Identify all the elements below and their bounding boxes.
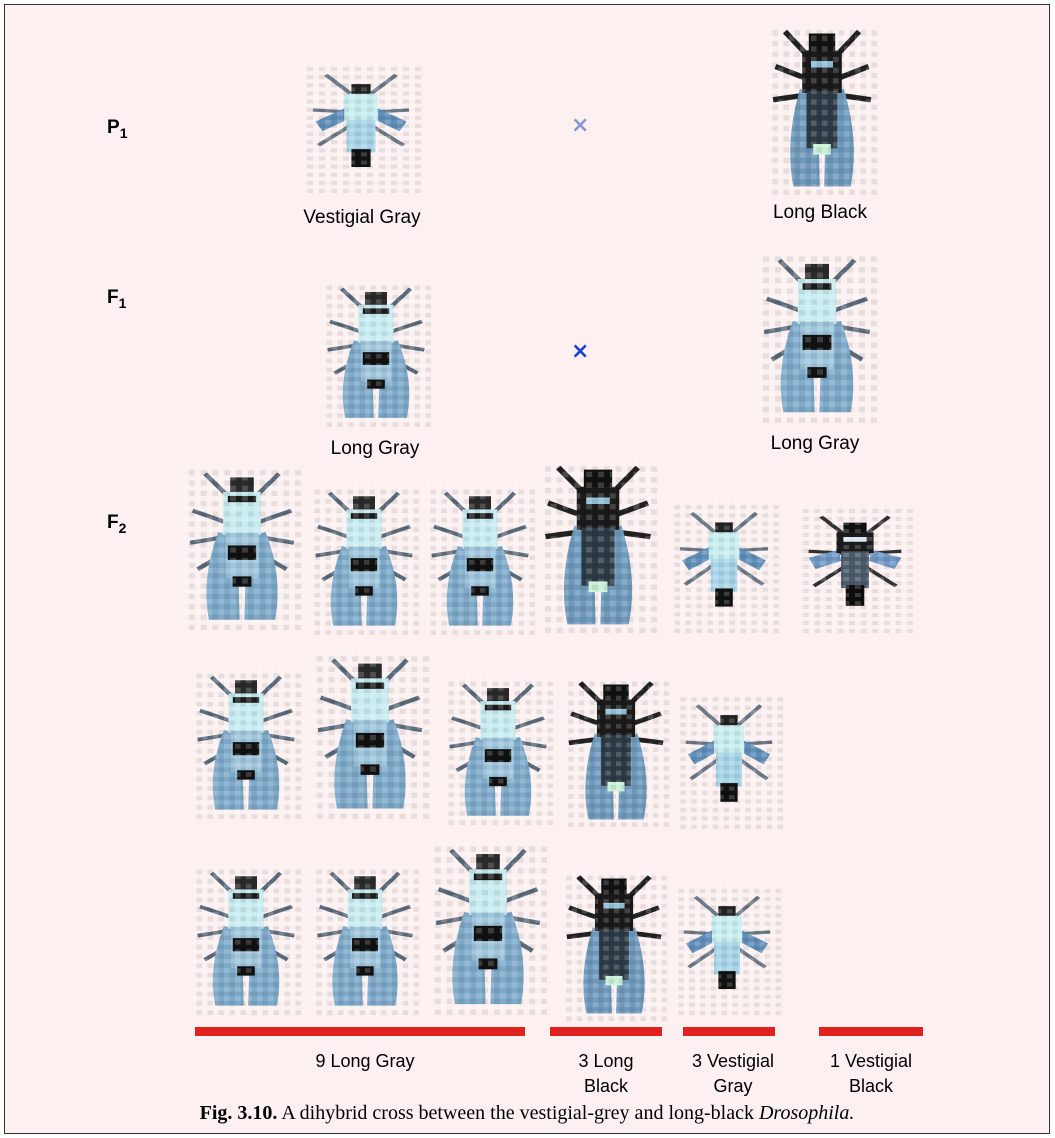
fly-vestigial-black-icon: [797, 505, 913, 633]
count-vestigial-gray-line1: 3 Vestigial: [673, 1049, 793, 1074]
fly-long-gray-icon: [191, 669, 301, 819]
fly-long-gray-icon: [311, 865, 419, 1015]
fly-long-gray-icon: [757, 251, 877, 423]
fly-vestigial-gray-icon: [673, 885, 781, 1015]
cross-icon: ×: [571, 341, 589, 363]
fly-long-black-icon: [767, 25, 877, 195]
fly-long-gray-icon: [425, 485, 535, 635]
label-f1-long-gray-left: Long Gray: [305, 438, 445, 460]
count-vestigial-gray-line2: Gray: [673, 1074, 793, 1099]
bracket-vestigial-black: [819, 1027, 923, 1036]
caption-figure-number: Fig. 3.10.: [200, 1102, 278, 1124]
bracket-vestigial-gray: [683, 1027, 775, 1036]
count-long-gray: 9 Long Gray: [290, 1051, 440, 1072]
generation-label-p1: P1: [107, 117, 127, 141]
count-long-black-line1: 3 Long: [550, 1049, 662, 1074]
label-p1-vestigial-gray: Vestigial Gray: [287, 207, 437, 229]
count-vestigial-black-line1: 1 Vestigial: [811, 1049, 931, 1074]
count-long-black: 3 Long Black: [550, 1049, 662, 1099]
fly-vestigial-gray-icon: [669, 501, 779, 633]
fly-long-black-icon: [563, 677, 669, 827]
fly-long-gray-icon: [321, 281, 431, 427]
fly-long-gray-icon: [309, 485, 419, 635]
bracket-long-black: [550, 1027, 662, 1036]
count-vestigial-black-line2: Black: [811, 1074, 931, 1099]
fly-long-gray-icon: [311, 651, 429, 819]
cross-icon: ×: [571, 115, 589, 137]
bracket-long-gray: [195, 1027, 525, 1036]
generation-letter: F: [107, 287, 119, 308]
count-vestigial-gray: 3 Vestigial Gray: [673, 1049, 793, 1099]
fly-long-gray-icon: [183, 465, 301, 630]
fly-long-gray-icon: [191, 865, 301, 1015]
generation-subscript: 2: [119, 520, 127, 536]
fly-long-black-icon: [539, 461, 657, 633]
generation-subscript: 1: [119, 295, 127, 311]
generation-label-f2: F2: [107, 512, 126, 536]
caption-organism: Drosophila.: [759, 1102, 854, 1124]
count-vestigial-black: 1 Vestigial Black: [811, 1049, 931, 1099]
fly-long-gray-icon: [443, 677, 553, 825]
generation-letter: F: [107, 512, 119, 533]
generation-letter: P: [107, 117, 120, 138]
generation-subscript: 1: [120, 125, 128, 141]
fly-long-gray-icon: [429, 841, 547, 1015]
count-long-black-line2: Black: [550, 1074, 662, 1099]
fly-vestigial-gray-icon: [301, 63, 421, 193]
caption-text: A dihybrid cross between the vestigial-g…: [277, 1102, 759, 1124]
label-f1-long-gray-right: Long Gray: [745, 433, 885, 455]
fly-vestigial-gray-icon: [675, 693, 783, 829]
label-p1-long-black: Long Black: [750, 202, 890, 224]
figure-caption: Fig. 3.10. A dihybrid cross between the …: [5, 1102, 1049, 1125]
generation-label-f1: F1: [107, 287, 126, 311]
fly-long-black-icon: [561, 871, 667, 1021]
figure-panel: P1 F1 F2 Vestigial Gray × Long Black Lon…: [4, 4, 1050, 1134]
